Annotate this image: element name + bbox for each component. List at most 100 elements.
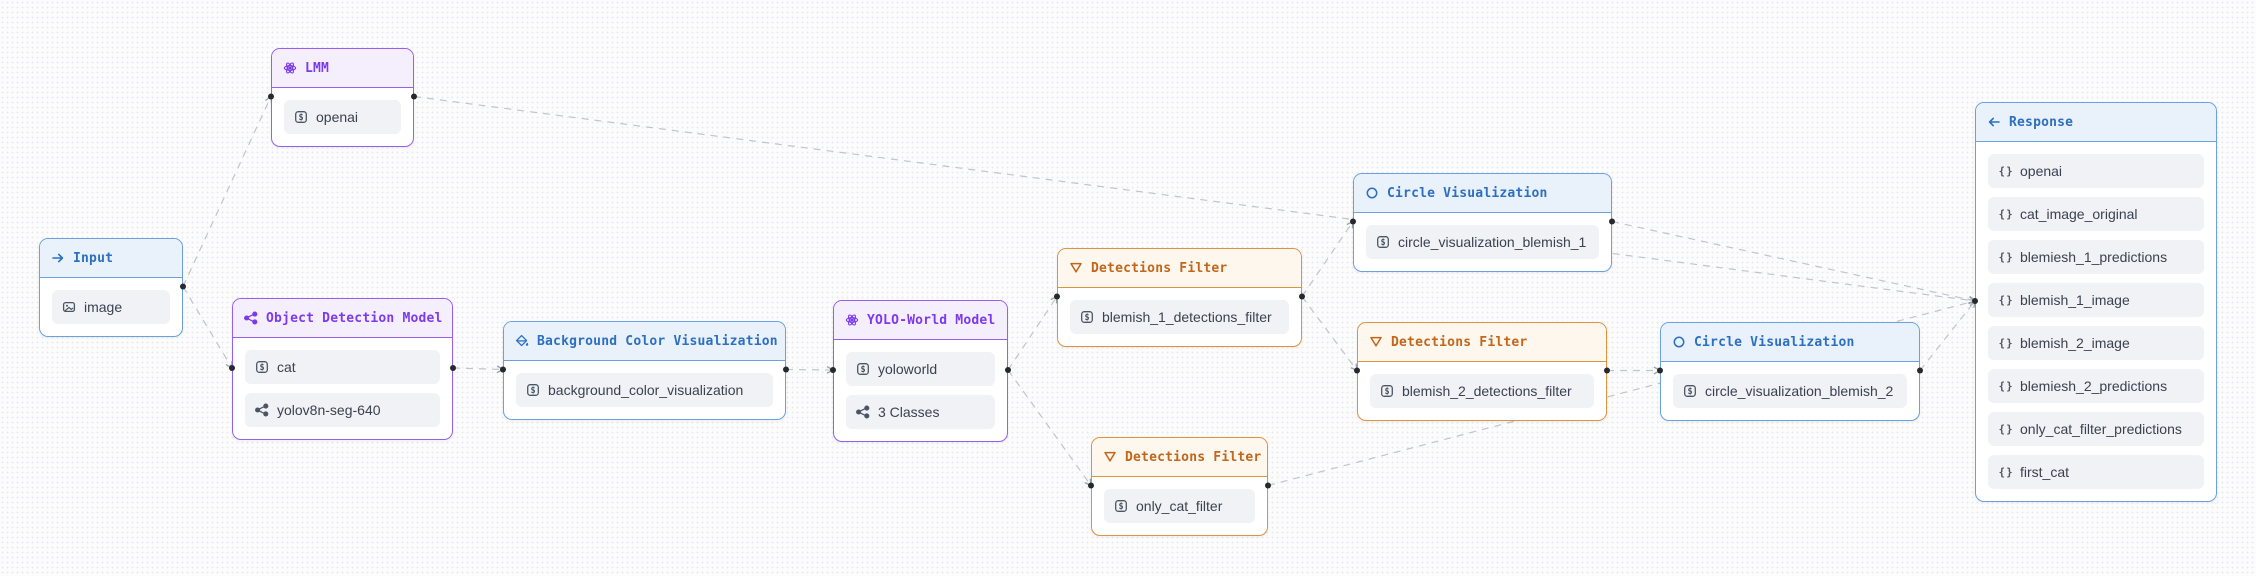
svg-text:{: { xyxy=(1999,252,2005,264)
node-cv2[interactable]: Circle Visualization $circle_visualizati… xyxy=(1660,322,1920,421)
node-item: {}cat_image_original xyxy=(1988,197,2204,231)
node-cv1[interactable]: Circle Visualization $ circle_visualizati… xyxy=(1353,173,1612,272)
funnel-icon xyxy=(1104,451,1116,462)
node-item-label: only_cat_filter_predictions xyxy=(2020,421,2182,437)
svg-text:$: $ xyxy=(298,113,303,123)
node-item-label: only_cat_filter xyxy=(1136,498,1223,514)
json-icon: {} xyxy=(1999,295,2012,307)
node-body: $openai xyxy=(272,88,413,146)
node-item: {} blemiesh_1_predictions xyxy=(1988,240,2204,274)
node-item-label: blemish_2_detections_filter xyxy=(1402,383,1572,399)
svg-text:}: } xyxy=(2006,424,2012,436)
edge-cv1-to-response[interactable] xyxy=(1611,220,1977,304)
edge-cv2-to-response[interactable] xyxy=(1919,299,1976,371)
node-item-label: first_cat xyxy=(2020,464,2070,480)
node-lmm[interactable]: LMM $openai xyxy=(271,48,414,147)
node-title: Circle Visualization xyxy=(1694,334,1855,350)
node-item: 3 Classes xyxy=(846,395,995,429)
node-body: $ only_cat_filter xyxy=(1092,477,1267,535)
node-item: {}blemish_1_image xyxy=(1988,283,2204,317)
atom-icon xyxy=(283,62,297,74)
molecule-icon xyxy=(244,311,258,325)
node-title: Detections Filter xyxy=(1091,260,1228,276)
edge-df1-to-df2[interactable] xyxy=(1301,296,1358,372)
edge-ywm-to-df1[interactable] xyxy=(1007,295,1058,371)
node-title: Object Detection Model xyxy=(266,310,443,326)
svg-text:{: { xyxy=(1999,338,2005,350)
node-odm[interactable]: Object Detection Model $cat yolov8n-seg-… xyxy=(232,298,453,440)
node-item-label: blemiesh_1_predictions xyxy=(2020,249,2168,265)
svg-text:}: } xyxy=(2006,209,2012,221)
node-title: Circle Visualization xyxy=(1387,185,1548,201)
svg-text:$: $ xyxy=(860,365,865,375)
node-item: $blemish_1_detections_filter xyxy=(1070,300,1289,334)
node-item-label: yolov8n-seg-640 xyxy=(277,402,381,418)
string-icon: $ xyxy=(857,363,869,375)
node-item: {}blemish_2_image xyxy=(1988,326,2204,360)
node-header: Background Color Visualization xyxy=(504,322,785,361)
node-header: Detections Filter xyxy=(1058,249,1301,288)
svg-text:$: $ xyxy=(1384,387,1389,397)
node-header: Response xyxy=(1976,103,2216,142)
edge-input-to-odm[interactable] xyxy=(182,286,233,370)
edge-ywm-to-df3[interactable] xyxy=(1007,369,1092,487)
node-item-label: cat_image_original xyxy=(2020,206,2138,222)
node-header: Circle Visualization xyxy=(1354,174,1611,213)
node-item-label: circle_visualization_blemish_1 xyxy=(1398,234,1587,250)
svg-text:}: } xyxy=(2006,166,2012,178)
svg-text:$: $ xyxy=(259,363,264,373)
svg-text:{: { xyxy=(1999,381,2005,393)
svg-text:}: } xyxy=(2006,381,2012,393)
node-bcv[interactable]: Background Color Visualization $backgrou… xyxy=(503,321,786,420)
svg-text:{: { xyxy=(1999,424,2005,436)
node-header: YOLO-World Model xyxy=(834,301,1007,340)
string-icon: $ xyxy=(1381,385,1393,397)
node-body: image xyxy=(40,278,182,336)
string-icon: $ xyxy=(527,384,539,396)
node-item-label: blemiesh_2_predictions xyxy=(2020,378,2168,394)
node-item: {} only_cat_filter_predictions xyxy=(1988,412,2204,446)
paint-bucket-icon xyxy=(515,334,529,347)
json-icon: {} xyxy=(1999,467,2012,479)
node-body: $cat yolov8n-seg-640 xyxy=(233,338,452,439)
string-icon: $ xyxy=(1377,236,1389,248)
svg-text:$: $ xyxy=(1118,502,1123,512)
arrow-right-icon xyxy=(52,253,64,263)
node-title: LMM xyxy=(305,60,330,76)
edge-odm-to-bcv[interactable] xyxy=(452,365,505,374)
edge-bcv-to-ywm[interactable] xyxy=(785,365,835,374)
node-body: {} openai {} cat_image_original {} blemiesh… xyxy=(1976,142,2216,501)
edge-lmm-to-response[interactable] xyxy=(413,95,1977,305)
node-title: Background Color Visualization xyxy=(537,333,778,349)
node-item: $yoloworld xyxy=(846,352,995,386)
node-item: $circle_visualization_blemish_2 xyxy=(1673,374,1907,408)
node-body: $ blemish_2_detections_filter xyxy=(1358,362,1606,420)
node-response[interactable]: Response {} openai {} cat_image_original {… xyxy=(1975,102,2217,502)
node-input[interactable]: Input image xyxy=(39,238,183,337)
molecule-icon xyxy=(255,403,269,417)
svg-text:}: } xyxy=(2006,338,2012,350)
image-icon xyxy=(62,301,76,313)
node-title: Response xyxy=(2009,114,2074,130)
svg-text:$: $ xyxy=(530,386,535,396)
json-icon: {} xyxy=(1999,381,2012,393)
node-item: yolov8n-seg-640 xyxy=(245,393,440,427)
node-item-label: circle_visualization_blemish_2 xyxy=(1705,383,1894,399)
svg-text:}: } xyxy=(2006,467,2012,479)
node-body: $background_color_visualization xyxy=(504,361,785,419)
node-title: Detections Filter xyxy=(1125,449,1262,465)
node-item-label: openai xyxy=(2020,163,2063,179)
node-title: Detections Filter xyxy=(1391,334,1528,350)
edge-input-to-lmm[interactable] xyxy=(182,95,273,287)
node-df3[interactable]: Detections Filter $ only_cat_filter xyxy=(1091,437,1268,536)
edge-df1-to-cv1[interactable] xyxy=(1301,220,1354,297)
edge-df3-to-response[interactable] xyxy=(1267,298,1977,487)
node-body: $blemish_1_detections_filter xyxy=(1058,288,1301,346)
node-df2[interactable]: Detections Filter $ blemish_2_detections_… xyxy=(1357,322,1607,421)
node-df1[interactable]: Detections Filter $blemish_1_detections_… xyxy=(1057,248,1302,347)
svg-text:}: } xyxy=(2006,252,2012,264)
node-ywm[interactable]: YOLO-World Model $yoloworld 3 Classes xyxy=(833,300,1008,442)
arrow-left-icon xyxy=(1988,117,2000,127)
string-icon: $ xyxy=(256,361,268,373)
